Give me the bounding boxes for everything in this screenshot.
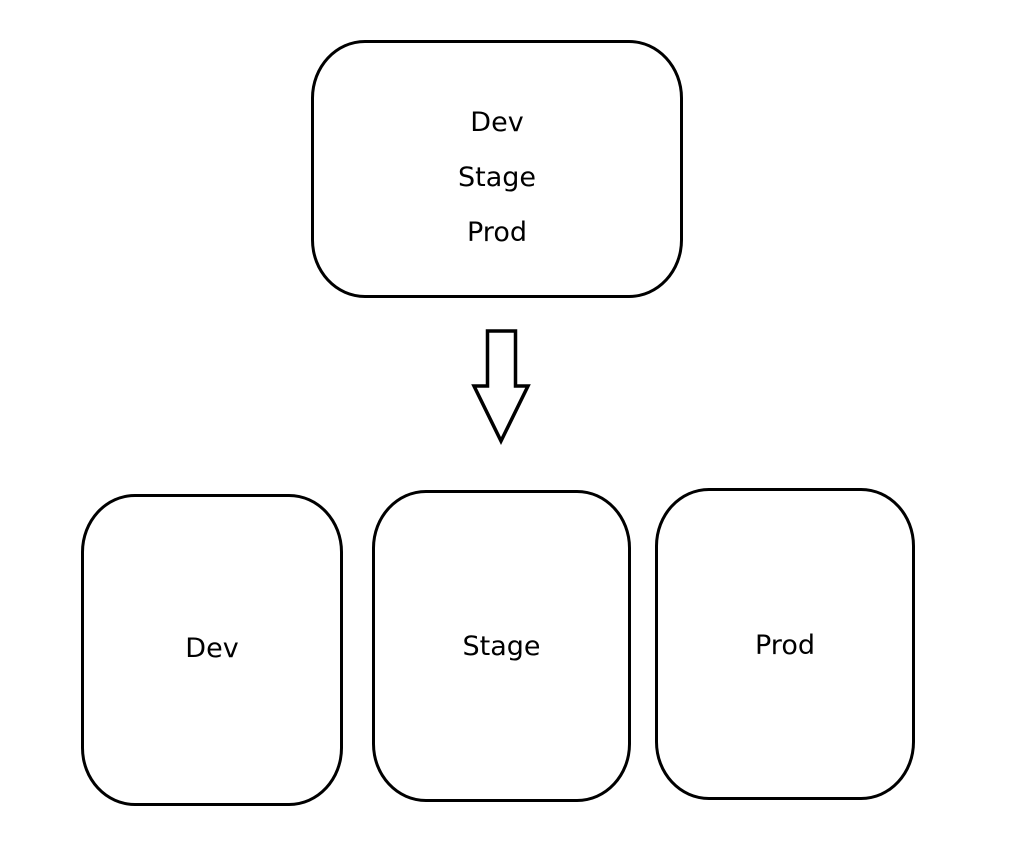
combined-environment-list: Dev Stage Prod (314, 95, 680, 260)
stage-environment-box: Stage (372, 490, 631, 802)
dev-environment-label: Dev (185, 633, 239, 664)
down-arrow-icon (471, 329, 531, 445)
combined-environment-stage-label: Stage (457, 162, 537, 193)
dev-environment-box: Dev (81, 494, 343, 806)
combined-environment-prod-label: Prod (467, 217, 527, 248)
combined-environment-dev-label: Dev (470, 107, 524, 138)
prod-environment-box: Prod (655, 488, 915, 800)
prod-environment-label: Prod (755, 630, 815, 661)
down-arrow-shape (471, 329, 531, 445)
combined-environment-box: Dev Stage Prod (311, 40, 683, 298)
stage-environment-label: Stage (462, 631, 541, 662)
